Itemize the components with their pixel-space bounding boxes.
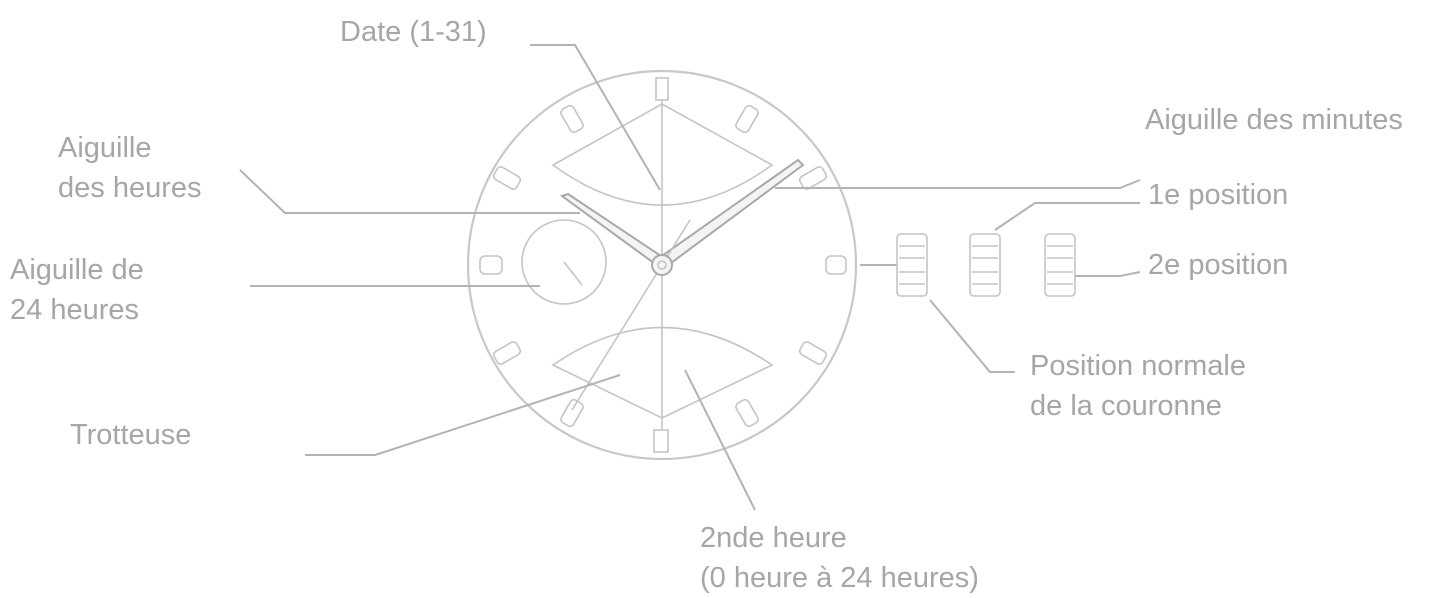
hour-markers — [479, 77, 847, 453]
label-24h-hand-line2: 24 heures — [10, 294, 139, 326]
leader-minute-hand — [775, 179, 1141, 189]
label-date-text: Date (1-31) — [340, 16, 487, 48]
leader-crown-normal — [929, 299, 1015, 373]
leader-hour-hand — [239, 169, 580, 214]
leader-position-1 — [994, 202, 1140, 231]
minute-hand — [657, 158, 805, 268]
crown-position-1 — [969, 233, 1001, 297]
label-position-2-text: 2e position — [1148, 249, 1289, 281]
subdial-24h — [521, 219, 607, 305]
crown-positions — [860, 233, 1076, 297]
second-time-window — [551, 326, 774, 419]
label-second-time-line1: 2nde heure — [700, 522, 847, 554]
leader-second-time — [684, 369, 756, 511]
label-position-1: 1e position — [1148, 175, 1288, 215]
label-second-hand-text: Trotteuse — [70, 419, 192, 451]
label-crown-normal-line1: Position normale — [1030, 350, 1246, 382]
leader-date — [530, 44, 661, 191]
label-crown-normal-line2: de la couronne — [1030, 390, 1222, 422]
date-window — [551, 103, 774, 206]
label-second-time: 2nde heure (0 heure à 24 heures) — [700, 518, 979, 598]
crown-normal — [896, 233, 928, 297]
label-hour-hand-line1: Aiguille — [58, 132, 152, 164]
label-hour-hand-line2: des heures — [58, 172, 202, 204]
watch-face — [466, 69, 858, 461]
leader-position-2 — [1075, 271, 1141, 277]
label-24h-hand-line1: Aiguille de — [10, 254, 144, 286]
crown-position-2 — [1044, 233, 1076, 297]
label-position-1-text: 1e position — [1148, 179, 1289, 211]
label-24h-hand: Aiguille de 24 heures — [10, 250, 144, 330]
leader-lines — [239, 44, 1141, 511]
label-minute-hand-text: Aiguille des minutes — [1145, 104, 1403, 136]
second-hand-shape — [571, 264, 663, 411]
label-position-2: 2e position — [1148, 245, 1288, 285]
label-date: Date (1-31) — [340, 12, 487, 52]
label-second-hand: Trotteuse — [70, 415, 191, 455]
label-minute-hand: Aiguille des minutes — [1145, 100, 1403, 140]
center-pin — [651, 254, 673, 276]
label-hour-hand: Aiguille des heures — [58, 128, 202, 208]
label-second-time-line2: (0 heure à 24 heures) — [700, 562, 979, 594]
label-crown-normal: Position normale de la couronne — [1030, 346, 1246, 426]
leader-second-hand — [305, 374, 621, 456]
